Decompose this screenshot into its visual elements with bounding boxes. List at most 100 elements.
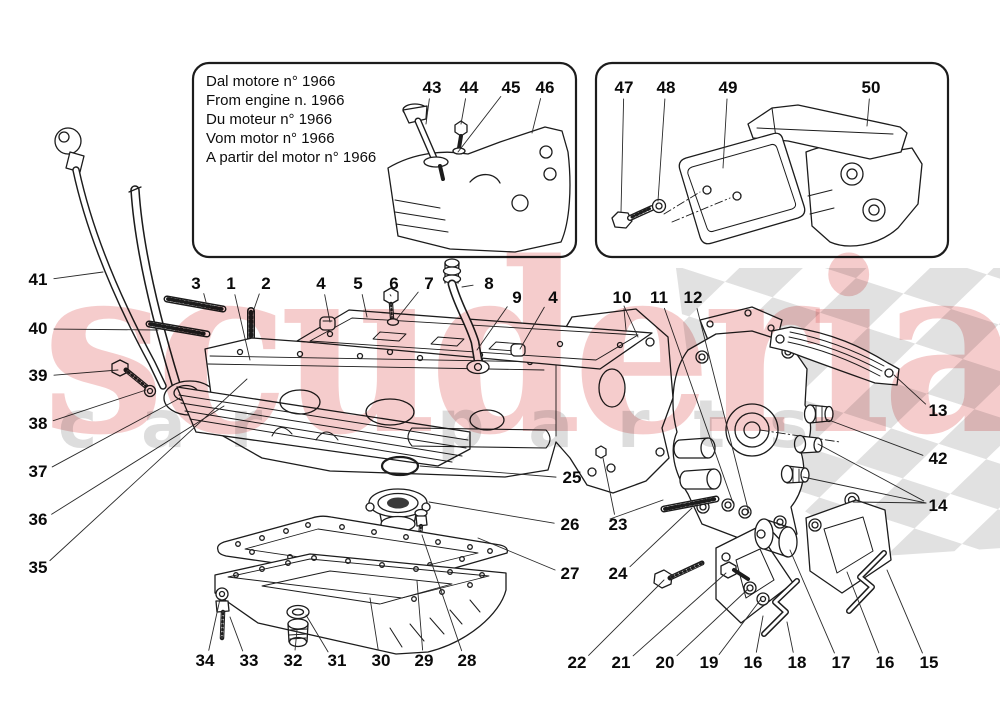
callout-8: 8 — [484, 274, 494, 293]
leader-line — [477, 537, 556, 571]
callout-21: 21 — [611, 653, 631, 672]
leader-line — [208, 598, 221, 651]
note-box: Dal motore n° 1966 From engine n. 1966 D… — [206, 72, 436, 167]
leader-line — [755, 615, 764, 653]
o-ring-25 — [380, 455, 420, 477]
callout-44: 44 — [459, 78, 479, 97]
leader-line — [234, 294, 251, 361]
leader-line — [663, 307, 734, 504]
callout-14: 14 — [928, 496, 948, 515]
leader-line — [722, 98, 728, 169]
callout-6: 6 — [389, 274, 399, 293]
leader-line — [893, 374, 927, 405]
leader-line — [802, 476, 927, 504]
suction-tube-8 — [444, 258, 460, 268]
callout-30: 30 — [371, 651, 391, 670]
washer-31 — [286, 604, 310, 620]
leader-line — [51, 397, 181, 468]
callout-23: 23 — [608, 515, 628, 534]
callout-11: 11 — [650, 288, 668, 307]
note-line-it: Dal motore n° 1966 — [206, 73, 336, 90]
leader-line — [519, 306, 545, 350]
strap-13 — [769, 326, 900, 386]
leader-line — [229, 616, 244, 652]
leader-line — [361, 294, 368, 318]
callout-34: 34 — [195, 651, 215, 670]
bolt-28 — [415, 515, 428, 527]
leader-line — [676, 588, 749, 657]
note-line-es: A partir del motor n° 1966 — [206, 149, 377, 166]
callout-38: 38 — [28, 414, 48, 433]
leader-line — [457, 96, 502, 153]
leader-line — [51, 405, 225, 515]
leader-line — [461, 284, 474, 288]
leader-line — [252, 293, 260, 313]
leader-line — [203, 293, 207, 303]
bolt-47 — [611, 211, 633, 229]
leader-line — [421, 534, 463, 652]
leader-line — [53, 328, 159, 331]
callout-35: 35 — [28, 558, 48, 577]
leader-line — [49, 378, 248, 562]
leader-line — [789, 549, 835, 654]
leader-line — [825, 418, 924, 456]
callout-31: 31 — [327, 651, 347, 670]
leader-lines — [49, 96, 927, 657]
leader-line — [476, 306, 508, 351]
callout-9: 9 — [512, 288, 522, 307]
callout-16: 16 — [875, 653, 895, 672]
callout-19: 19 — [699, 653, 719, 672]
washer-7 — [386, 318, 400, 326]
seals-and-bolts-top — [319, 258, 526, 375]
callout-42: 42 — [928, 449, 948, 468]
callout-45: 45 — [501, 78, 521, 97]
drain-plug-32 — [287, 618, 309, 630]
callout-43: 43 — [422, 78, 442, 97]
leader-line — [395, 291, 419, 321]
callout-36: 36 — [28, 510, 48, 529]
callout-40: 40 — [28, 319, 48, 338]
callout-39: 39 — [28, 366, 48, 385]
callout-17: 17 — [831, 653, 851, 672]
leader-line — [294, 629, 298, 651]
callout-37: 37 — [28, 462, 48, 481]
inset-right-art — [611, 104, 923, 247]
callout-28: 28 — [457, 651, 477, 670]
leader-line — [718, 598, 762, 655]
callout-5: 5 — [353, 274, 363, 293]
leader-line — [389, 294, 392, 297]
pump-cover — [672, 306, 841, 543]
leader-line — [52, 389, 147, 422]
oil-pan — [214, 553, 507, 655]
callout-33: 33 — [239, 651, 259, 670]
callout-27: 27 — [560, 564, 580, 583]
leader-line — [324, 294, 331, 323]
leader-line — [817, 443, 925, 502]
inset-box-right — [594, 61, 950, 259]
leader-line — [632, 572, 727, 657]
leader-line — [623, 305, 639, 338]
leader-line — [696, 308, 750, 514]
callout-15: 15 — [919, 653, 939, 672]
callout-32: 32 — [283, 651, 303, 670]
callout-4: 4 — [548, 288, 558, 307]
callout-16: 16 — [743, 653, 763, 672]
shield-plate-49 — [678, 132, 806, 245]
callout-47: 47 — [614, 78, 634, 97]
leader-line — [629, 507, 693, 568]
callout-25: 25 — [562, 468, 582, 487]
callout-1: 1 — [226, 274, 236, 293]
leader-line — [786, 621, 794, 653]
callout-24: 24 — [608, 564, 628, 583]
callout-46: 46 — [535, 78, 555, 97]
callout-20: 20 — [655, 653, 675, 672]
callout-41: 41 — [28, 270, 48, 289]
leader-line — [369, 597, 379, 651]
bracket-assembly — [653, 495, 892, 637]
damper-17 — [778, 526, 798, 558]
callout-3: 3 — [191, 274, 201, 293]
callout-2: 2 — [261, 274, 271, 293]
seal-4-left — [319, 316, 336, 331]
leader-line — [425, 98, 430, 125]
